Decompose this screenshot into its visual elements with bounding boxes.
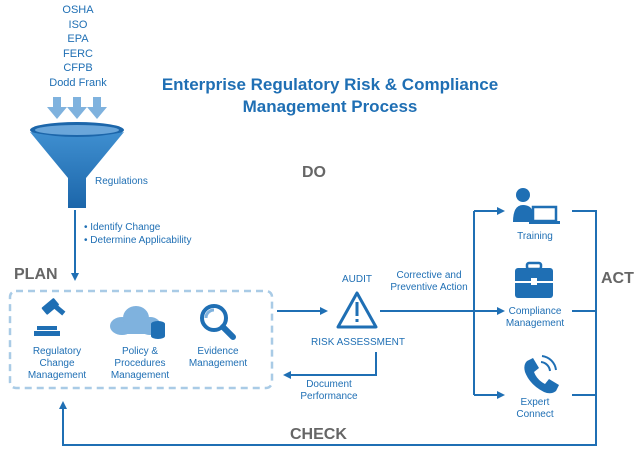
plan-item-regulatory: Regulatory Change Management (27, 346, 87, 381)
phase-act: ACT (601, 270, 634, 287)
phase-check: CHECK (290, 426, 347, 443)
phone-icon (524, 355, 559, 394)
cloud-database-icon (110, 306, 165, 339)
document-return-arrow (283, 352, 377, 379)
person-laptop-icon (513, 188, 560, 224)
source-cfpb: CFPB (63, 62, 93, 74)
plan-box (8, 289, 274, 390)
risk-assessment-label: RISK ASSESSMENT (311, 337, 405, 348)
funnel-icon (30, 122, 124, 208)
corrective-action-label: Corrective and Preventive Action (390, 270, 468, 293)
funnel-label: Regulations (95, 176, 148, 187)
source-ferc: FERC (63, 47, 93, 60)
act-item-compliance: Compliance Management (505, 306, 565, 329)
bullet-determine: • Determine Applicability (84, 235, 192, 246)
audit-label: AUDIT (342, 274, 372, 285)
regulation-sources: OSHA ISO EPA FERC CFPB Dodd Frank (38, 3, 118, 90)
plan-item-evidence: Evidence Management (188, 346, 248, 369)
source-iso: ISO (68, 18, 88, 31)
page-title: Enterprise Regulatory Risk & Compliance … (161, 75, 499, 116)
input-arrows (47, 97, 107, 119)
warning-icon (336, 291, 378, 329)
check-return-arrow (59, 210, 597, 446)
source-osha: OSHA (62, 4, 94, 16)
act-item-expert: Expert Connect (516, 397, 554, 420)
phase-plan: PLAN (14, 266, 58, 283)
briefcase-icon (515, 261, 553, 298)
magnifier-icon (200, 304, 236, 340)
funnel-bullets: • Identify Change • Determine Applicabil… (84, 221, 191, 247)
document-performance-label: Document Performance (300, 379, 358, 402)
phase-do: DO (302, 164, 326, 181)
bullet-identify: • Identify Change (84, 222, 161, 233)
source-epa: EPA (67, 33, 89, 45)
plan-item-policy: Policy & Procedures Management (110, 346, 170, 381)
gavel-icon (34, 298, 66, 336)
source-dodd-frank: Dodd Frank (49, 76, 107, 89)
act-item-training: Training (517, 231, 553, 242)
